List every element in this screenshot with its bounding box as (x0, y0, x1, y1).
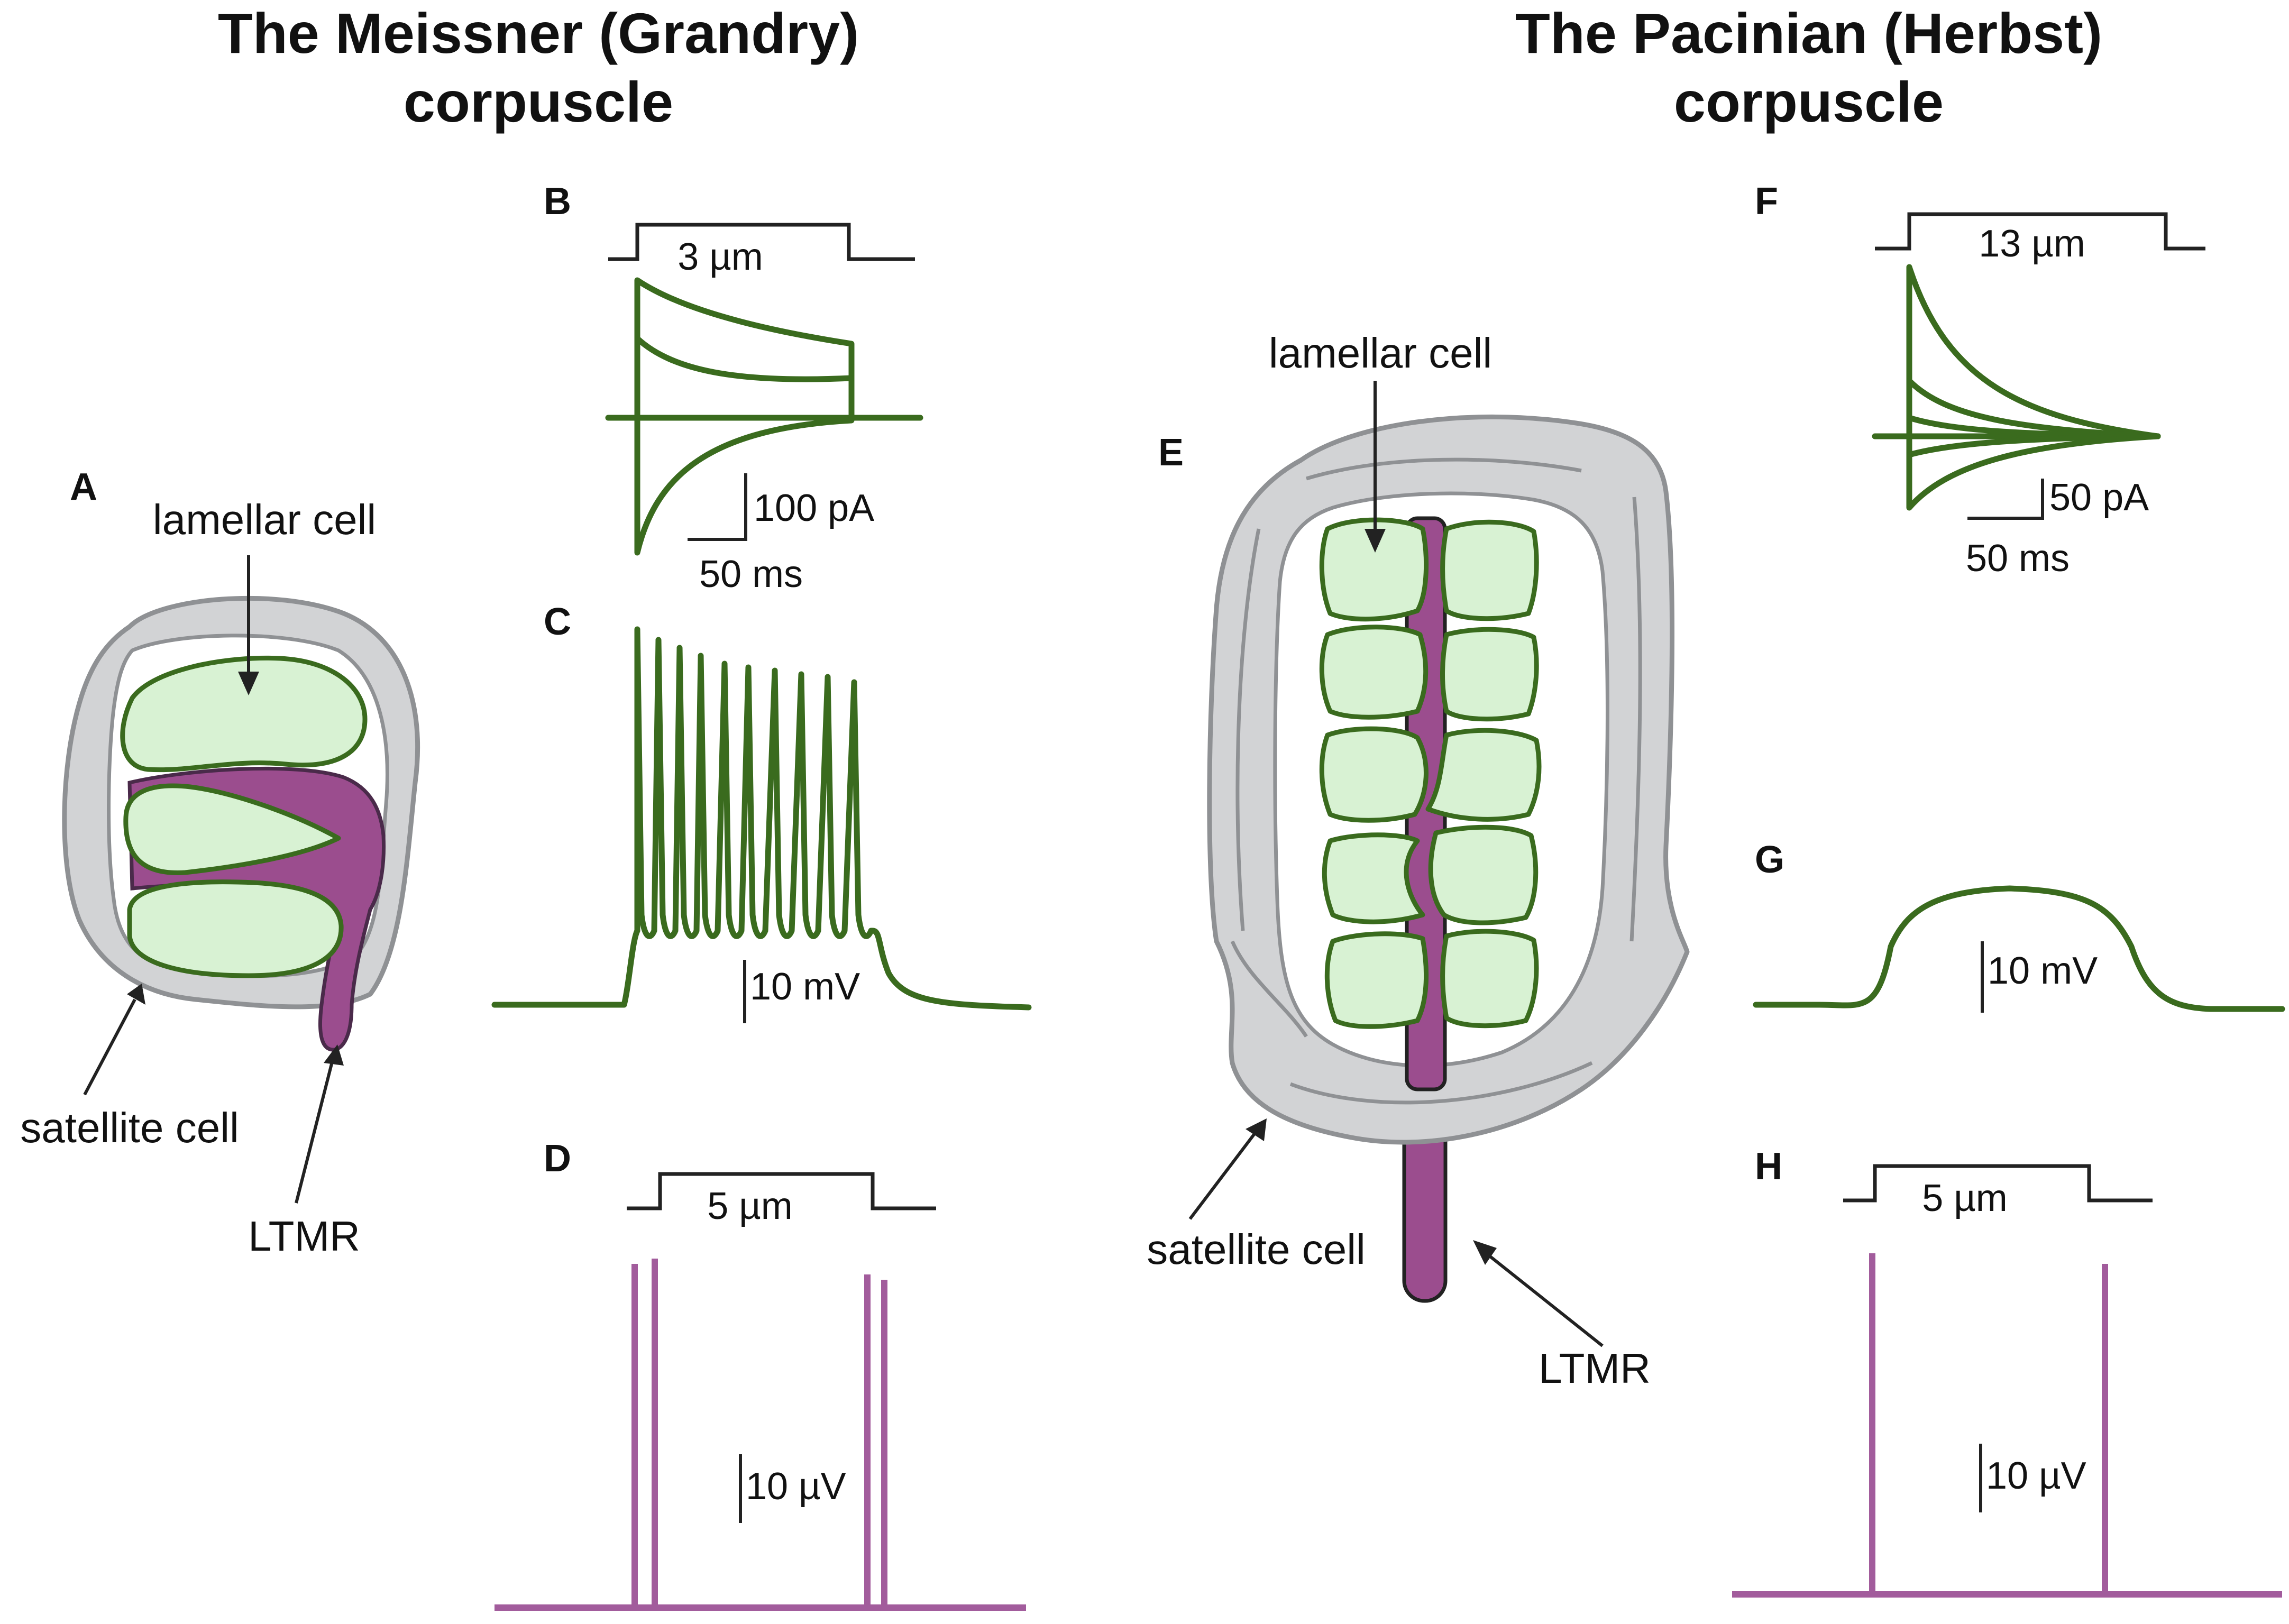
meissner-lamellar-cell-bottom (127, 879, 344, 978)
meissner-title-line2: corpuscle (404, 70, 673, 134)
pacinian-lamellar-arrowhead (1365, 529, 1386, 553)
meissner-satellite-arrow (83, 998, 136, 1096)
panel-label-g: G (1755, 839, 1784, 881)
meissner-satellite-label: satellite cell (20, 1104, 239, 1151)
meissner-ltmr-arrow (295, 1057, 335, 1204)
b-trace-inward (634, 415, 855, 556)
b-trace-outward-large (634, 277, 855, 421)
meissner-corpuscle-illustration (62, 555, 420, 1204)
pacinian-lamellar-cell (1319, 517, 1429, 622)
pacinian-lamellar-cell (1440, 929, 1539, 1029)
pacinian-lamellar-label: lamellar cell (1269, 329, 1492, 377)
f-scale-current-label: 50 pA (2049, 476, 2149, 519)
h-stimulus-trace (1843, 1164, 2153, 1203)
b-stimulus-trace (608, 223, 915, 261)
f-scale-time-label: 50 ms (1966, 537, 2070, 580)
c-scale-voltage-label: 10 mV (750, 966, 860, 1008)
meissner-ltmr-label: LTMR (248, 1213, 360, 1260)
meissner-satellite-arrowhead (127, 984, 145, 1005)
h-scale-voltage-label: 10 µV (1986, 1455, 2086, 1497)
pacinian-satellite-arrow (1188, 1131, 1258, 1220)
meissner-title-line1: The Meissner (Grandry) (218, 1, 859, 65)
panel-label-h: H (1755, 1145, 1782, 1188)
h-stimulus-label: 5 µm (1922, 1177, 2008, 1219)
pacinian-title-line1: The Pacinian (Herbst) (1515, 1, 2102, 65)
pacinian-ltmr-arrow (1485, 1252, 1604, 1347)
pacinian-lamellar-cell (1440, 627, 1539, 722)
pacinian-corpuscle-illustration (1188, 381, 1690, 1347)
pacinian-satellite-label: satellite cell (1147, 1226, 1366, 1273)
panel-label-c: C (544, 601, 571, 643)
pacinian-lamellar-cell (1440, 519, 1539, 621)
panel-label-e: E (1158, 432, 1184, 474)
b-trace-outward-small (634, 335, 855, 421)
panel-label-d: D (544, 1137, 571, 1180)
g-scale-voltage-label: 10 mV (1988, 950, 2098, 992)
pacinian-title-line2: corpuscle (1674, 70, 1944, 134)
f-scale-bar (1967, 479, 2044, 520)
h-spike-traces (1732, 1253, 2282, 1598)
g-voltage-trace (1753, 885, 2285, 1012)
b-scale-bar (688, 473, 747, 541)
b-scale-time-label: 50 ms (699, 553, 803, 595)
pacinian-lamellar-cell (1425, 728, 1542, 822)
d-stimulus-label: 5 µm (707, 1185, 793, 1227)
f-trace-outward-large (1906, 264, 2161, 439)
f-stimulus-label: 13 µm (1979, 223, 2085, 265)
pacinian-lamellar-cell (1319, 625, 1429, 720)
b-stimulus-label: 3 µm (677, 236, 763, 278)
f-current-traces (1872, 264, 2161, 511)
panel-label-f: F (1755, 180, 1778, 223)
b-scale-current-label: 100 pA (754, 487, 874, 529)
d-stimulus-trace (627, 1172, 936, 1210)
pacinian-satellite-arrowhead (1246, 1118, 1267, 1141)
pacinian-ltmr-arrowhead (1473, 1240, 1497, 1265)
f-trace-inward-large (1906, 433, 2161, 511)
meissner-lamellar-cell-middle (123, 783, 341, 875)
d-scale-voltage-label: 10 µV (746, 1465, 846, 1508)
pacinian-lamellar-cell (1322, 832, 1425, 924)
f-trace-inward-small (1906, 433, 2161, 458)
d-spike-traces (495, 1259, 1026, 1611)
panel-label-a: A (70, 466, 97, 508)
b-current-traces (605, 277, 923, 556)
pacinian-ltmr-label: LTMR (1539, 1345, 1651, 1392)
pacinian-lamellar-cell (1319, 726, 1429, 823)
pacinian-lamellar-cell (1428, 824, 1539, 925)
c-voltage-trace (491, 626, 1032, 1011)
f-stimulus-trace (1875, 212, 2205, 251)
panel-label-b: B (544, 180, 571, 223)
pacinian-lamellar-cell (1324, 931, 1429, 1029)
meissner-lamellar-label: lamellar cell (153, 496, 376, 543)
meissner-lamellar-arrowhead (238, 672, 259, 695)
pacinian-satellite-fold (1230, 457, 1642, 1105)
meissner-lamellar-cell-top (120, 655, 368, 773)
meissner-ltmr-arrowhead (324, 1044, 344, 1066)
